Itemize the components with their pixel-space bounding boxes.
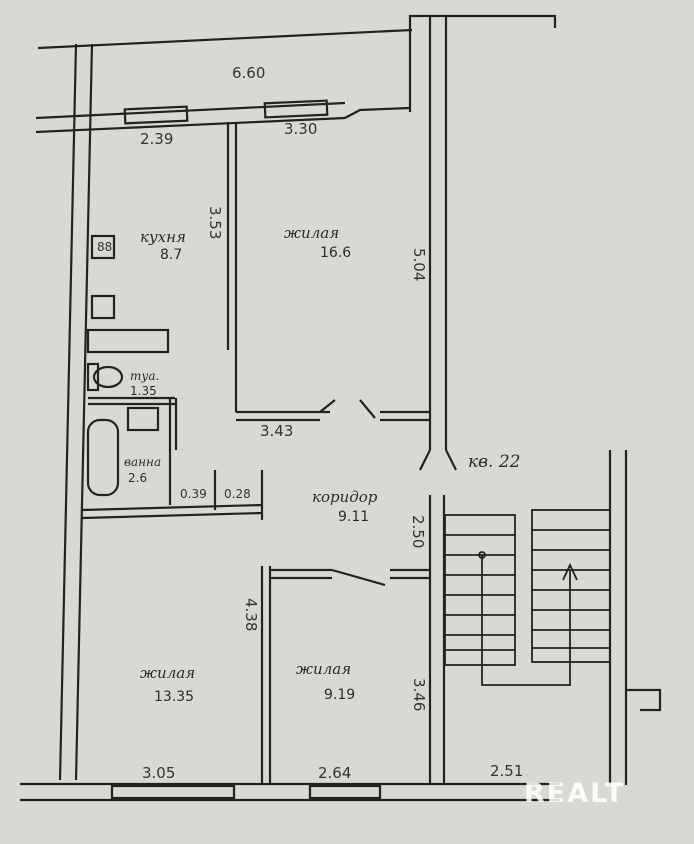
stove-label: 88 — [97, 240, 113, 254]
dim-living-depth: 5.04 — [410, 248, 428, 282]
dim-window-left: 2.39 — [140, 130, 174, 148]
toilet-tank — [86, 362, 100, 392]
room-living-bottom-left-name: жилая — [140, 664, 196, 682]
bath-bottom-wall-2 — [81, 511, 263, 520]
dim-window-right: 3.30 — [284, 120, 318, 138]
dim-living-width: 3.43 — [260, 422, 294, 440]
dim-corridor-depth: 2.50 — [409, 515, 427, 549]
room-corridor-area: 9.11 — [338, 509, 370, 525]
room-toilet-area: 1.35 — [130, 384, 157, 398]
dim-bedroom-right-depth: 3.46 — [410, 678, 428, 712]
left-wall-outer — [58, 43, 78, 781]
room-bathroom-area: 2.6 — [128, 471, 148, 485]
room-living-bottom-right-name: жилая — [296, 660, 352, 678]
facade-wall-top — [35, 101, 346, 120]
balcony-door — [344, 106, 411, 119]
washbasin — [126, 406, 160, 432]
top-right-wall — [408, 14, 557, 112]
room-bathroom-name: ванна — [124, 455, 162, 469]
bathtub — [86, 418, 120, 497]
left-wall-inner — [74, 43, 94, 781]
dim-bottom-left: 3.05 — [142, 764, 176, 782]
window-bottom-middle — [308, 784, 382, 800]
entrance-door — [419, 449, 457, 471]
bath-bottom-wall — [81, 503, 263, 512]
window-right — [263, 99, 329, 119]
room-living-bottom-right-area: 9.19 — [324, 687, 356, 703]
door-swing-1 — [319, 399, 336, 413]
dim-closet-1: 0.39 — [180, 487, 207, 501]
toilet-bowl — [92, 365, 124, 389]
dim-bottom-right: 2.51 — [490, 762, 524, 780]
sink-icon — [90, 294, 116, 320]
apartment-label: кв. 22 — [468, 452, 521, 472]
room-living-top-area: 16.6 — [320, 245, 352, 261]
dim-bottom-middle: 2.64 — [318, 764, 352, 782]
room-corridor-name: коридор — [312, 488, 378, 506]
room-living-top-name: жилая — [284, 224, 340, 242]
dim-bedroom-left-depth: 4.38 — [242, 598, 260, 632]
dim-kitchen-depth: 3.53 — [206, 206, 224, 240]
top-wall-line — [37, 28, 413, 50]
realt-watermark: REALT — [524, 778, 626, 809]
window-left — [123, 105, 189, 125]
staircase — [444, 509, 611, 686]
door-swing-2 — [359, 399, 376, 419]
facade-wall-bottom — [35, 116, 346, 134]
door-swing-3 — [331, 568, 386, 587]
room-living-bottom-left-area: 13.35 — [154, 689, 195, 705]
stairwell-notch — [626, 688, 662, 712]
stove-icon — [90, 234, 116, 260]
dim-closet-2: 0.28 — [224, 487, 251, 501]
window-bottom-left — [110, 784, 236, 800]
counter — [86, 328, 170, 354]
dim-top-width: 6.60 — [232, 64, 266, 82]
room-kitchen-area: 8.7 — [160, 247, 183, 263]
room-kitchen-name: кухня — [140, 228, 186, 246]
room-toilet-name: туа. — [130, 369, 160, 383]
